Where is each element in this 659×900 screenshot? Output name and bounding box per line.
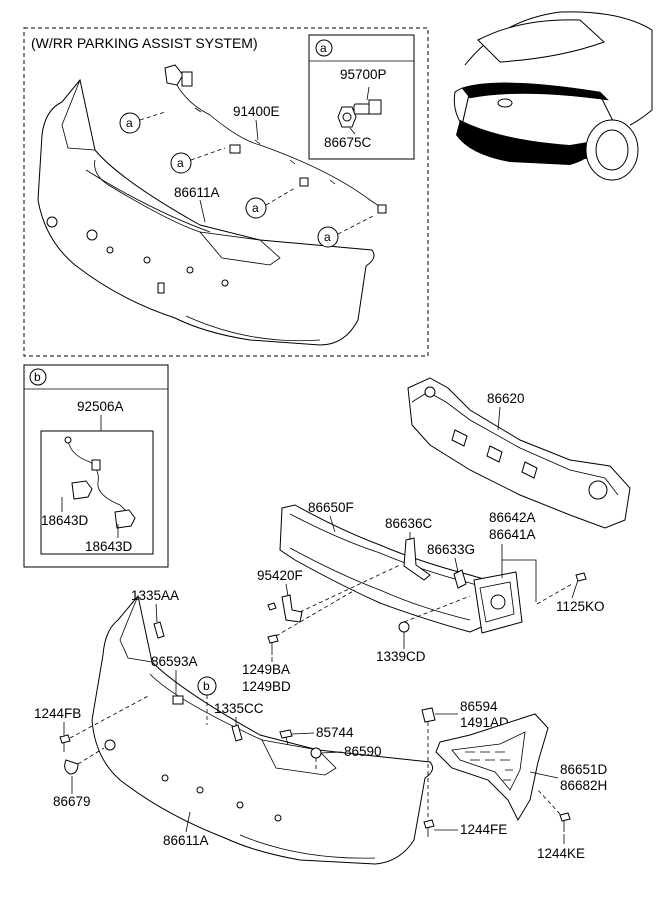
bolt-1249 [267, 634, 279, 655]
part-label-86679: 86679 [53, 794, 91, 809]
part-label-86620: 86620 [487, 391, 525, 406]
screw-1335CC [231, 724, 243, 742]
clip-86590 [310, 747, 322, 759]
svg-text:a: a [177, 156, 184, 170]
part-label-1249BA: 1249BA [242, 662, 290, 677]
parking-sensor-icon [337, 86, 382, 135]
nut-1339CD [398, 621, 410, 633]
clip-86594 [421, 707, 436, 723]
bolt-1244FE [423, 819, 435, 837]
part-label-86651D: 86651D [560, 762, 608, 777]
part-label-86642A: 86642A [489, 510, 536, 525]
bumper-cover-main [91, 594, 434, 865]
part-label-1244KE: 1244KE [537, 846, 585, 861]
cap-86679 [64, 759, 79, 775]
part-label-1125KO: 1125KO [556, 599, 605, 614]
part-label-86682H: 86682H [560, 778, 607, 793]
stay-plate [473, 571, 523, 634]
part-label-86633G: 86633G [427, 542, 475, 557]
parking-assist-frame [23, 27, 429, 357]
svg-text:a: a [252, 201, 259, 215]
clip-86633G [453, 569, 467, 589]
inset-a-letter: a [320, 41, 327, 55]
part-label-85744: 85744 [316, 725, 354, 740]
bolt-1125KO [571, 572, 587, 599]
reflector-86593A [172, 695, 184, 705]
assist-system-title: (W/RR PARKING ASSIST SYSTEM) [31, 35, 258, 51]
part-label-86611A: 86611A [163, 833, 209, 848]
callout-a-1: a [119, 111, 166, 134]
callout-a-2: a [170, 147, 226, 174]
part-label-1244FE: 1244FE [460, 822, 507, 837]
part-label-92506A: 92506A [77, 399, 124, 414]
callout-a-4: a [317, 214, 376, 248]
car-rear-illustration [453, 11, 653, 181]
part-label-18643D-1: 18643D [41, 513, 89, 528]
bolt-1244FB [59, 734, 71, 752]
screw-1335AA [153, 621, 165, 639]
side-bracket [435, 713, 549, 822]
part-label-86594: 86594 [460, 699, 498, 714]
part-label-86593A: 86593A [151, 654, 198, 669]
part-label-95700P: 95700P [340, 67, 387, 82]
callout-b: b [197, 676, 217, 725]
bumper-cover-top [37, 78, 375, 346]
part-label-86641A: 86641A [489, 527, 536, 542]
part-label-86611A-top: 86611A [174, 185, 220, 200]
part-label-91400E: 91400E [233, 104, 280, 119]
svg-text:b: b [203, 679, 210, 693]
part-label-1249BD: 1249BD [242, 679, 291, 694]
energy-absorber [407, 377, 631, 529]
part-label-1335AA: 1335AA [131, 588, 179, 603]
svg-text:a: a [126, 116, 133, 130]
part-label-95420F: 95420F [257, 568, 303, 583]
bracket-86636C [403, 537, 431, 581]
callout-a-3: a [245, 187, 296, 219]
bracket-95420F [267, 594, 303, 623]
inset-a: a 95700P 86675C [308, 34, 415, 160]
part-label-18643D-2: 18643D [85, 539, 133, 554]
parking-wiring-harness [164, 64, 387, 214]
back-beam [279, 504, 488, 633]
part-label-86675C: 86675C [324, 135, 372, 150]
bolt-1244KE [559, 812, 571, 832]
part-label-1244FB: 1244FB [34, 706, 81, 721]
license-lamp-harness-icon [64, 436, 136, 529]
clip-85744 [279, 729, 293, 746]
part-label-1335CC: 1335CC [214, 701, 264, 716]
part-label-86650F: 86650F [308, 500, 354, 515]
inset-b: b 92506A 18643D 18643D [23, 364, 169, 568]
part-label-1339CD: 1339CD [376, 649, 426, 664]
inset-b-letter: b [34, 370, 41, 384]
svg-text:a: a [324, 230, 331, 244]
part-label-86636C: 86636C [385, 516, 433, 531]
part-label-86590: 86590 [344, 744, 382, 759]
